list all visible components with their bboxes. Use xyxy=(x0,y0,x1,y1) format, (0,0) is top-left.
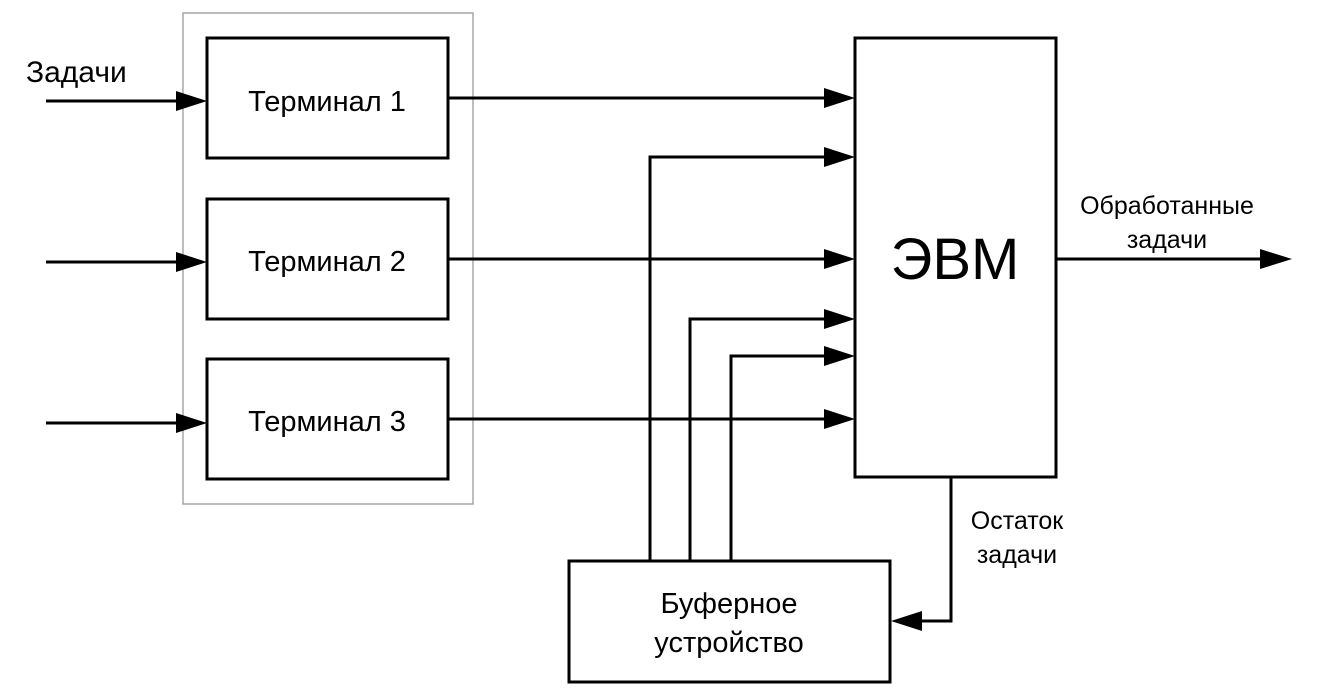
output-label-line2: задачи xyxy=(1127,226,1207,254)
remainder-arrow xyxy=(891,477,953,631)
terminal-1-label: Терминал 1 xyxy=(248,86,406,118)
buffer-device: Буферное устройство xyxy=(567,559,892,684)
terminal-3-label: Терминал 3 xyxy=(248,406,406,438)
computer-label: ЭВМ xyxy=(891,227,1020,292)
terminal-2-to-computer-arrow xyxy=(448,249,855,269)
buffer-label-line1: Буферное xyxy=(661,588,798,620)
input-arrow-3 xyxy=(46,413,207,433)
remainder-label-line1: Остаток xyxy=(971,507,1065,535)
terminal-1: Терминал 1 xyxy=(205,36,450,160)
input-label: Задачи xyxy=(26,56,127,89)
buffer-to-computer-arrow-2 xyxy=(688,309,855,561)
input-arrow-1 xyxy=(46,91,207,111)
input-arrow-2 xyxy=(46,252,207,272)
computer-block: ЭВМ xyxy=(853,36,1058,479)
output-arrow xyxy=(1056,249,1292,269)
terminal-2-label: Терминал 2 xyxy=(248,246,406,278)
buffer-label-line2: устройство xyxy=(654,627,803,659)
output-label-line1: Обработанные xyxy=(1080,192,1254,220)
terminal-1-to-computer-arrow xyxy=(448,88,855,108)
terminal-3: Терминал 3 xyxy=(205,357,450,481)
terminal-2: Терминал 2 xyxy=(205,197,450,321)
remainder-label-line2: задачи xyxy=(977,541,1057,569)
buffer-to-computer-arrow-1 xyxy=(648,147,855,561)
terminal-3-to-computer-arrow xyxy=(448,409,855,429)
buffer-to-computer-arrow-3 xyxy=(729,346,855,561)
